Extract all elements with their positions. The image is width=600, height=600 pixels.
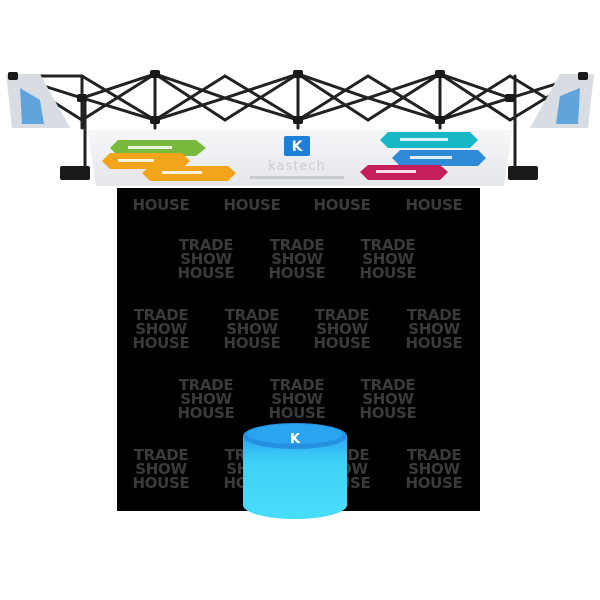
watermark-line: SHOW (135, 460, 187, 478)
watermark-line: SHOW (408, 460, 460, 478)
watermark-line: TRADE (270, 376, 325, 394)
watermark-line: TRADE (407, 306, 462, 324)
watermark-line: SHOW (135, 320, 187, 338)
watermark-line: HOUSE (132, 196, 189, 214)
watermark-line: HOUSE (177, 404, 234, 422)
watermark-line: TRADE (315, 306, 370, 324)
watermark-line: SHOW (408, 320, 460, 338)
header-logo-mark (284, 136, 310, 156)
watermark-line: HOUSE (359, 264, 416, 282)
side-graphic-left-accent (20, 88, 44, 124)
watermark-line: HOUSE (268, 264, 325, 282)
counter-logo-letter: K (290, 432, 301, 447)
watermark-line: SHOW (271, 250, 323, 268)
watermark-line: TRADE (270, 236, 325, 254)
watermark-line: SHOW (362, 250, 414, 268)
watermark-line: TRADE (361, 236, 416, 254)
header-logo-letter-text: K (292, 139, 304, 155)
frame-foot-left (60, 166, 90, 180)
watermark-line: HOUSE (223, 334, 280, 352)
watermark-line: HOUSE (132, 334, 189, 352)
watermark-line: HOUSE (405, 196, 462, 214)
watermark-line: SHOW (180, 250, 232, 268)
watermark-line: SHOW (362, 390, 414, 408)
watermark-line: HOUSE (405, 474, 462, 492)
watermark-line: HOUSE (359, 404, 416, 422)
watermark-line: TRADE (179, 236, 234, 254)
watermark-block: HOUSE (132, 196, 189, 214)
watermark-block: HOUSE (223, 196, 280, 214)
watermark-line: SHOW (180, 390, 232, 408)
watermark-line: SHOW (271, 390, 323, 408)
header-graphic: K kastech (88, 130, 512, 186)
watermark-line: TRADE (407, 446, 462, 464)
watermark-line: HOUSE (177, 264, 234, 282)
watermark-line: SHOW (226, 320, 278, 338)
watermark-block: HOUSE (405, 196, 462, 214)
counter: K (243, 423, 347, 519)
watermark-line: TRADE (361, 376, 416, 394)
watermark-line: HOUSE (268, 404, 325, 422)
watermark-line: TRADE (134, 306, 189, 324)
watermark-line: HOUSE (313, 196, 370, 214)
watermark-block: HOUSE (313, 196, 370, 214)
frame-foot-right (508, 166, 538, 180)
header-logo-letter: K (292, 139, 304, 155)
watermark-line: SHOW (316, 320, 368, 338)
watermark-line: HOUSE (223, 196, 280, 214)
side-graphic-right-accent (556, 88, 580, 124)
truss-nodes (8, 70, 588, 124)
watermark-line: HOUSE (405, 334, 462, 352)
watermark-line: HOUSE (313, 334, 370, 352)
watermark-line: TRADE (179, 376, 234, 394)
watermark-line: HOUSE (132, 474, 189, 492)
watermark-line: TRADE (134, 446, 189, 464)
header-word: kastech (268, 159, 326, 174)
watermark-line: TRADE (225, 306, 280, 324)
